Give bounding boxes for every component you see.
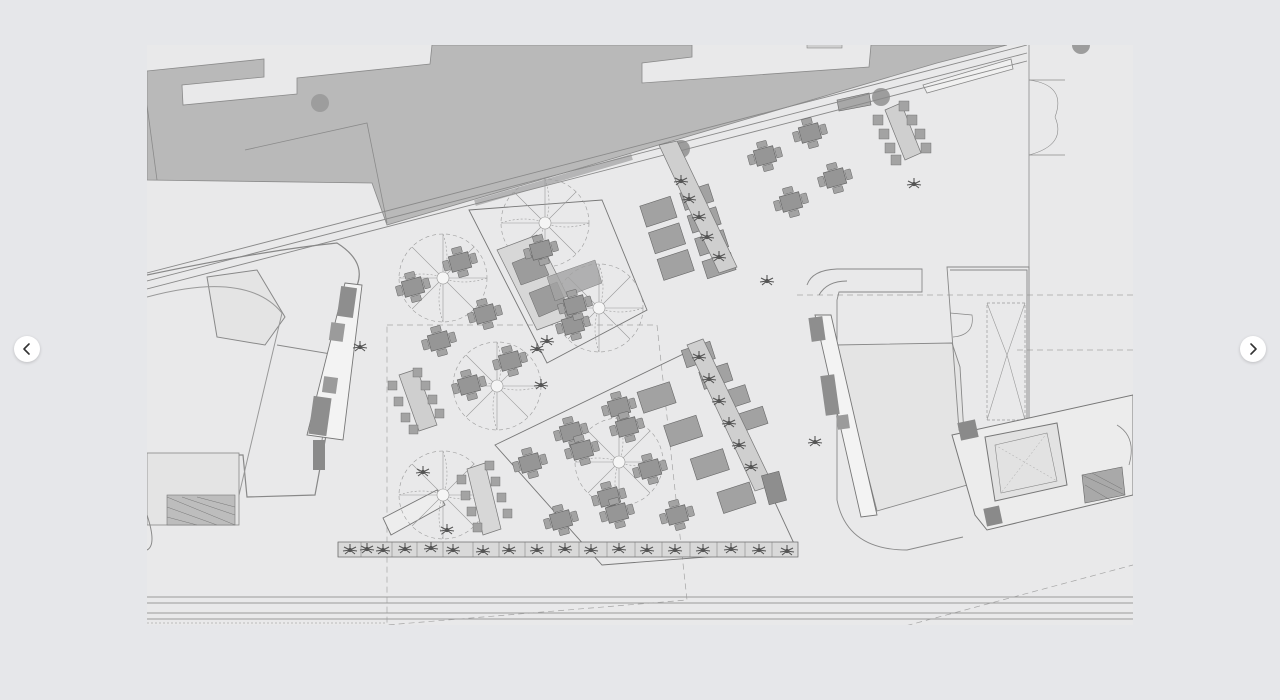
previous-image-button[interactable] xyxy=(14,336,40,362)
chevron-left-icon xyxy=(23,343,30,355)
site-plan-image xyxy=(147,45,1133,625)
road-lines xyxy=(147,596,1133,620)
next-image-button[interactable] xyxy=(1240,336,1266,362)
site-plan-drawing xyxy=(147,45,1133,625)
chevron-right-icon xyxy=(1250,343,1257,355)
